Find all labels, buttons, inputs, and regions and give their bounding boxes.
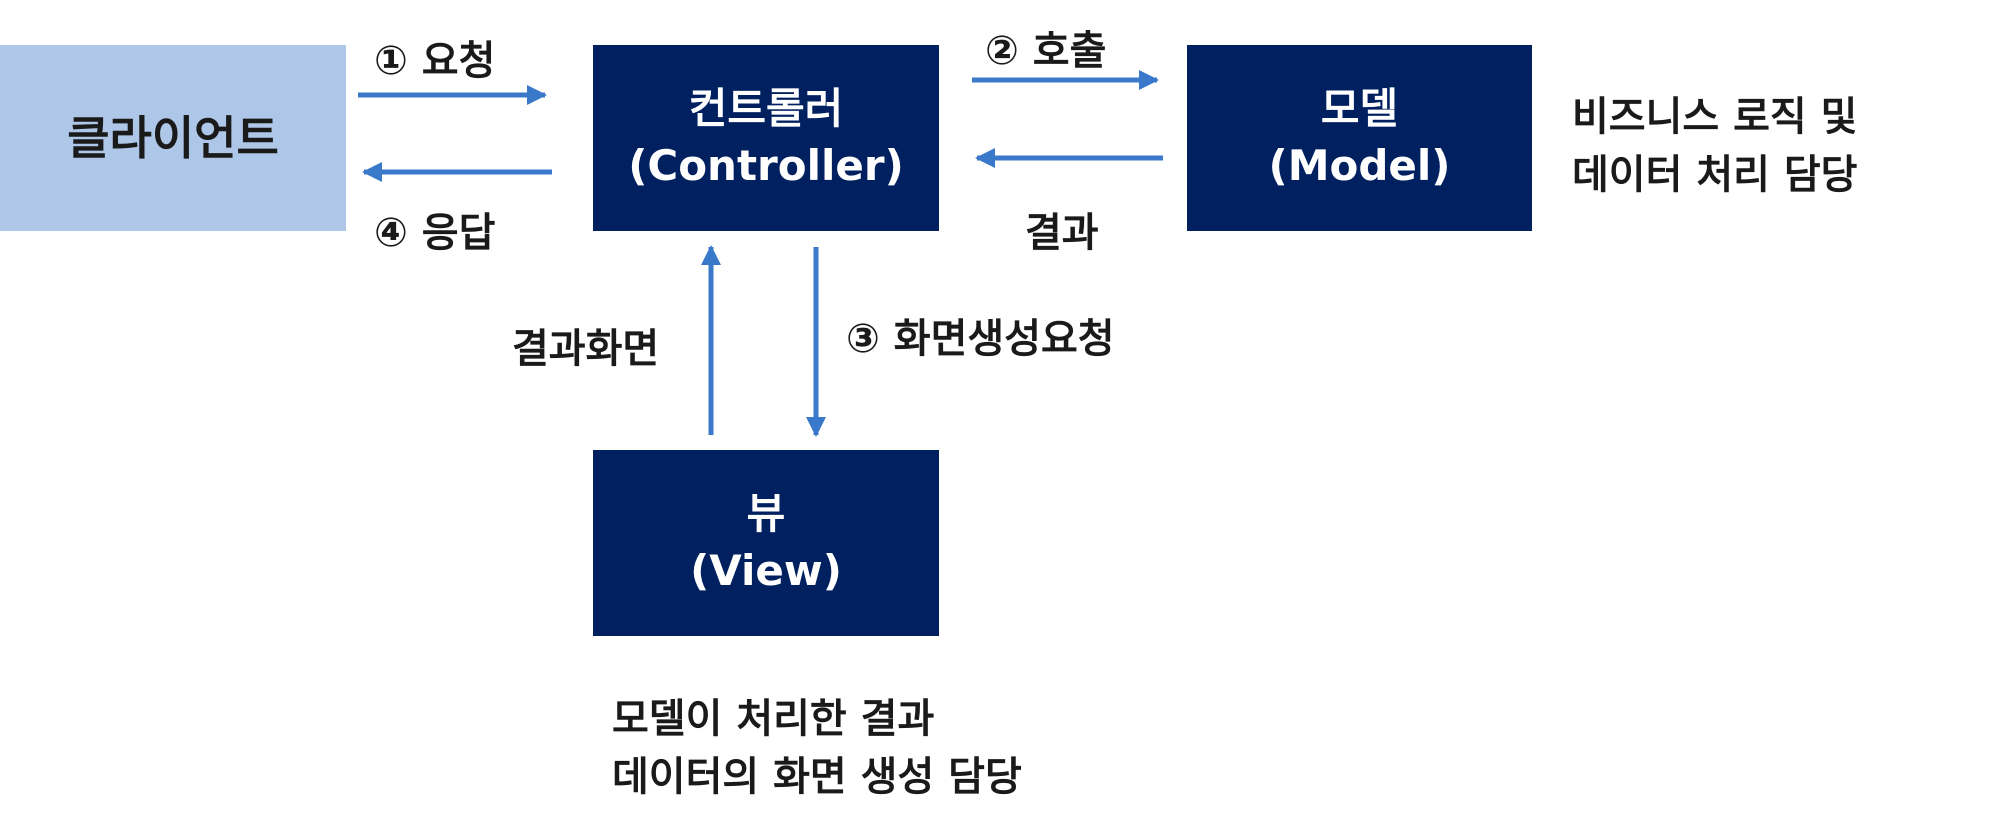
controller-title: 컨트롤러 xyxy=(688,84,844,134)
view-note-line2: 데이터의 화면 생성 담당 xyxy=(612,754,1022,800)
model-note: 비즈니스 로직 및 데이터 처리 담당 xyxy=(1572,88,1857,204)
view-subtitle: (View) xyxy=(690,546,842,595)
model-title: 모델 xyxy=(1320,84,1399,134)
model-note-line2: 데이터 처리 담당 xyxy=(1572,152,1858,198)
model-box: 모델 (Model) xyxy=(1187,45,1532,231)
view-box: 뷰 (View) xyxy=(593,450,939,636)
model-note-line1: 비즈니스 로직 및 xyxy=(1572,94,1858,140)
view-title: 뷰 xyxy=(746,489,786,539)
request-label: ① 요청 xyxy=(374,38,496,84)
client-box: 클라이언트 xyxy=(0,45,346,231)
result-label: 결과 xyxy=(1025,210,1099,256)
call-label: ② 호출 xyxy=(985,28,1107,74)
response-label: ④ 응답 xyxy=(374,210,496,256)
result-screen-label: 결과화면 xyxy=(512,326,660,372)
controller-subtitle: (Controller) xyxy=(628,141,904,190)
view-note: 모델이 처리한 결과 데이터의 화면 생성 담당 xyxy=(612,690,1022,806)
client-label: 클라이언트 xyxy=(67,110,279,165)
view-note-line1: 모델이 처리한 결과 xyxy=(612,696,935,742)
controller-box: 컨트롤러 (Controller) xyxy=(593,45,939,231)
render-request-label: ③ 화면생성요청 xyxy=(846,316,1115,362)
model-subtitle: (Model) xyxy=(1268,141,1451,190)
